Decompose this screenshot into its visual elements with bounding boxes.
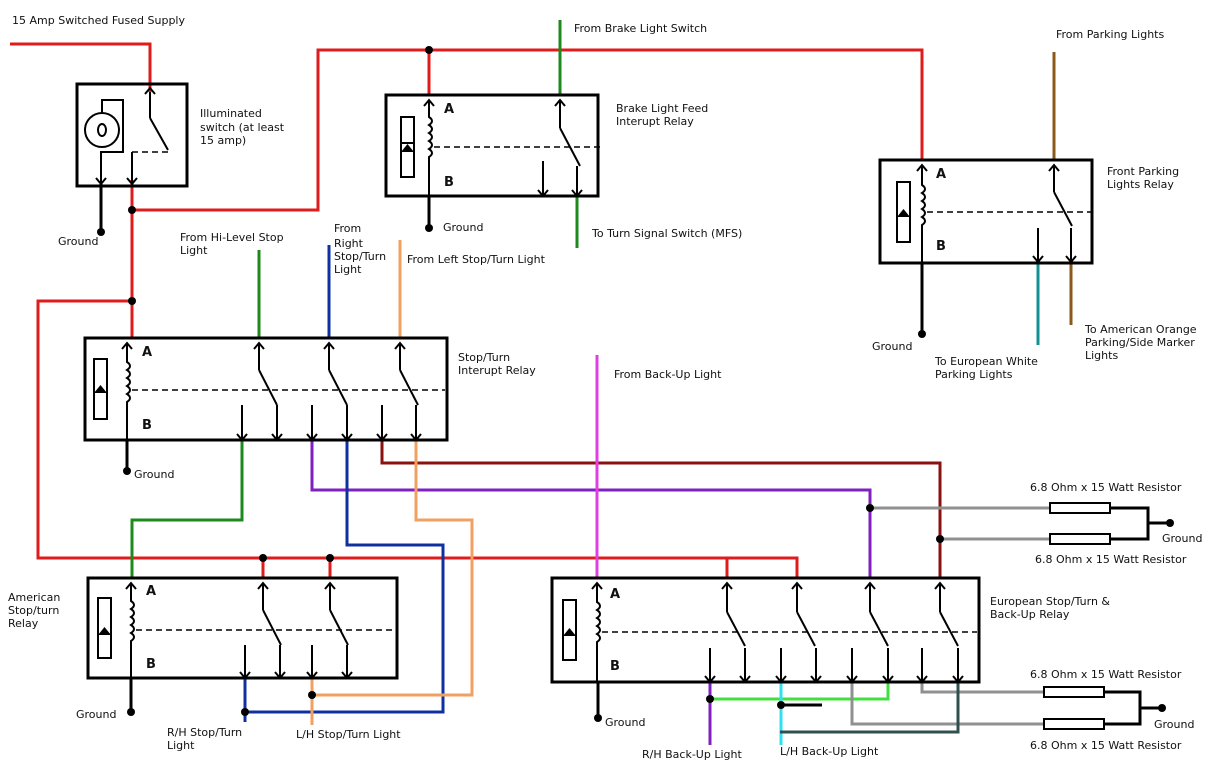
pin-b-parking: B bbox=[936, 239, 946, 254]
label-ground-american: Ground bbox=[76, 708, 116, 721]
gray-lower-wire-1 bbox=[850, 682, 1044, 726]
label-ground-switch: Ground bbox=[58, 235, 98, 248]
illuminated-switch bbox=[75, 82, 189, 188]
resistor-lower-2 bbox=[1043, 718, 1105, 730]
supply-wire bbox=[10, 42, 152, 92]
label-to-american-3: Lights bbox=[1085, 349, 1118, 362]
resistor-lower-1 bbox=[1043, 686, 1105, 698]
label-european-1: European Stop/Turn & bbox=[990, 595, 1110, 608]
label-supply: 15 Amp Switched Fused Supply bbox=[12, 14, 185, 27]
stop-turn-interrupt-relay bbox=[83, 336, 449, 442]
lightgreen-output-wire bbox=[710, 682, 890, 701]
label-brake-switch: From Brake Light Switch bbox=[574, 22, 707, 35]
green-output-wire bbox=[130, 440, 244, 578]
gray-lower-wire-2 bbox=[920, 682, 1044, 694]
label-resistor-lower-2: 6.8 Ohm x 15 Watt Resistor bbox=[1030, 739, 1182, 752]
label-right-2: Right bbox=[334, 237, 364, 250]
pin-a-parking: A bbox=[936, 167, 946, 182]
label-right-4: Light bbox=[334, 263, 362, 276]
label-american-3: Relay bbox=[8, 617, 39, 630]
label-switch-2: switch (at least bbox=[200, 121, 285, 134]
label-hi-level-1: From Hi-Level Stop bbox=[180, 231, 284, 244]
label-left-stop: From Left Stop/Turn Light bbox=[407, 253, 546, 266]
label-switch-3: 15 amp) bbox=[200, 134, 246, 147]
pin-b-brake: B bbox=[444, 175, 454, 190]
red-left-loop bbox=[36, 299, 799, 578]
brake-light-relay bbox=[384, 93, 600, 198]
pin-b-stopturn: B bbox=[142, 418, 152, 433]
label-resistor-upper-2: 6.8 Ohm x 15 Watt Resistor bbox=[1035, 553, 1187, 566]
label-to-american-1: To American Orange bbox=[1084, 323, 1197, 336]
label-parking-from: From Parking Lights bbox=[1056, 28, 1164, 41]
front-parking-relay bbox=[878, 158, 1094, 265]
label-stop-turn-1: Stop/Turn bbox=[458, 351, 510, 364]
label-resistor-upper-1: 6.8 Ohm x 15 Watt Resistor bbox=[1030, 481, 1182, 494]
label-switch-1: Illuminated bbox=[200, 107, 262, 120]
resistor-upper-2 bbox=[1049, 533, 1111, 545]
label-right-1: From bbox=[334, 222, 361, 235]
pin-a-stopturn: A bbox=[142, 345, 152, 360]
pin-b-european: B bbox=[610, 659, 620, 674]
label-right-3: Stop/Turn bbox=[334, 250, 386, 263]
label-european-2: Back-Up Relay bbox=[990, 608, 1070, 621]
label-to-european-2: Parking Lights bbox=[935, 368, 1013, 381]
label-american-2: Stop/turn bbox=[8, 604, 59, 617]
darkteal-lower-wire bbox=[780, 682, 960, 734]
label-turn-switch: To Turn Signal Switch (MFS) bbox=[591, 227, 742, 240]
label-rh-backup: R/H Back-Up Light bbox=[642, 748, 742, 761]
label-lh-stop: L/H Stop/Turn Light bbox=[296, 728, 401, 741]
label-to-european-1: To European White bbox=[934, 355, 1038, 368]
darkred-output-wire bbox=[380, 440, 942, 578]
label-lh-backup: L/H Back-Up Light bbox=[780, 745, 879, 758]
american-stop-turn-relay bbox=[86, 576, 399, 680]
resistor-ground-wire-upper bbox=[1110, 506, 1150, 541]
pin-a-american: A bbox=[146, 584, 156, 599]
wires bbox=[10, 20, 1170, 745]
label-american-1: American bbox=[8, 591, 60, 604]
orange-output-wire bbox=[310, 440, 474, 697]
label-rh-stop-1: R/H Stop/Turn bbox=[167, 726, 242, 739]
red-feed-wire bbox=[132, 48, 924, 212]
lamp-icon bbox=[84, 112, 120, 148]
label-brake-relay-1: Brake Light Feed bbox=[616, 102, 708, 115]
label-ground-brake: Ground bbox=[443, 221, 483, 234]
label-hi-level-2: Light bbox=[180, 244, 208, 257]
pin-a-european: A bbox=[610, 587, 620, 602]
label-front-parking-1: Front Parking bbox=[1107, 165, 1179, 178]
label-to-american-2: Parking/Side Marker bbox=[1085, 336, 1195, 349]
junction-dots bbox=[97, 46, 1174, 722]
resistor-upper-1 bbox=[1049, 502, 1111, 514]
resistor-ground-wire-lower bbox=[1104, 690, 1142, 726]
label-ground-european: Ground bbox=[605, 716, 645, 729]
label-brake-relay-2: Interupt Relay bbox=[616, 115, 694, 128]
label-ground-resistor-lower: Ground bbox=[1154, 718, 1194, 731]
blue-output-wire bbox=[243, 440, 445, 714]
label-ground-parking: Ground bbox=[872, 340, 912, 353]
label-resistor-lower-1: 6.8 Ohm x 15 Watt Resistor bbox=[1030, 668, 1182, 681]
pin-b-american: B bbox=[146, 657, 156, 672]
label-stop-turn-2: Interupt Relay bbox=[458, 364, 536, 377]
label-ground-resistor-upper: Ground bbox=[1162, 532, 1202, 545]
pin-a-brake: A bbox=[444, 102, 454, 117]
purple-output-wire bbox=[310, 440, 872, 578]
label-backup-from: From Back-Up Light bbox=[614, 368, 722, 381]
label-front-parking-2: Lights Relay bbox=[1107, 178, 1174, 191]
label-ground-stopturn: Ground bbox=[134, 468, 174, 481]
label-rh-stop-2: Light bbox=[167, 739, 195, 752]
european-relay bbox=[550, 576, 981, 684]
